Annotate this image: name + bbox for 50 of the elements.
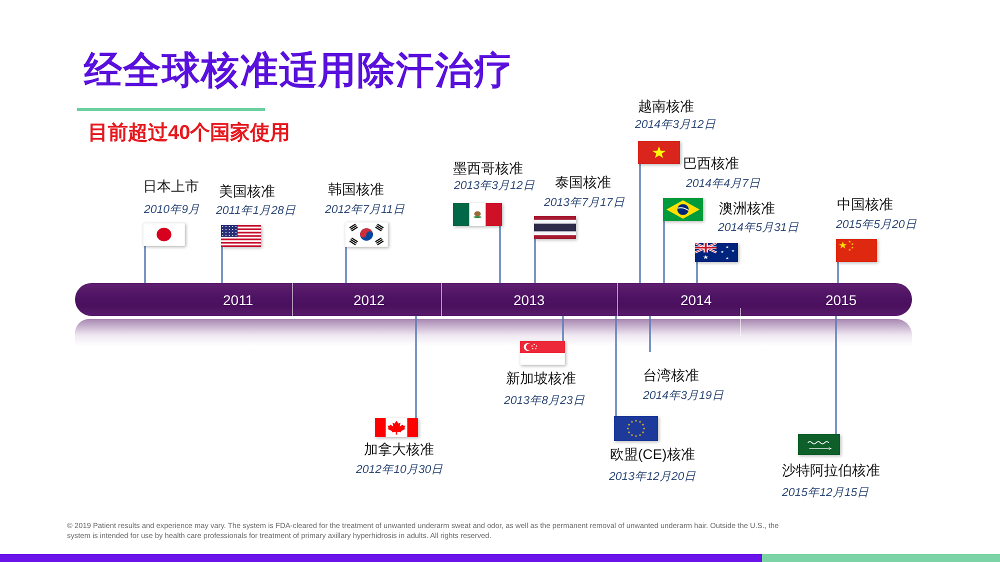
connector-line bbox=[649, 316, 651, 352]
connector-line bbox=[499, 226, 501, 283]
connector-line bbox=[615, 316, 617, 416]
approval-date: 2013年3月12日 bbox=[454, 178, 535, 194]
country-name: 美国核准 bbox=[219, 182, 275, 200]
approval-date: 2013年12月20日 bbox=[609, 470, 696, 484]
connector-line bbox=[221, 247, 223, 283]
year-label: 2015 bbox=[826, 291, 857, 309]
approval-date: 2014年3月12日 bbox=[635, 118, 716, 132]
connector-line bbox=[696, 262, 698, 283]
country-name: 日本上市 bbox=[143, 177, 199, 195]
approval-date: 2013年8月23日 bbox=[504, 394, 585, 408]
approval-date: 2015年5月20日 bbox=[836, 218, 917, 232]
approval-date: 2014年3月19日 bbox=[643, 388, 724, 404]
approval-date: 2012年7月11日 bbox=[325, 202, 405, 218]
year-label: 2011 bbox=[223, 291, 254, 309]
connector-line bbox=[534, 239, 536, 283]
year-label: 2014 bbox=[680, 291, 712, 309]
year-label: 2012 bbox=[354, 291, 385, 309]
connector-line bbox=[562, 316, 564, 341]
year-label: 2013 bbox=[514, 291, 545, 309]
country-name: 沙特阿拉伯核准 bbox=[782, 461, 880, 479]
country-name: 墨西哥核准 bbox=[453, 159, 523, 177]
country-name: 新加坡核准 bbox=[506, 369, 576, 387]
country-name: 澳洲核准 bbox=[719, 199, 775, 217]
approval-date: 2011年1月28日 bbox=[216, 204, 296, 218]
country-name: 中国核准 bbox=[837, 195, 893, 213]
slide-title: 经全球核准适用除汗治疗 bbox=[84, 49, 513, 94]
approval-date: 2014年5月31日 bbox=[718, 220, 799, 236]
country-name: 巴西核准 bbox=[683, 154, 739, 172]
country-name: 加拿大核准 bbox=[364, 440, 434, 458]
approval-date: 2010年9月 bbox=[144, 202, 200, 218]
connector-line bbox=[415, 316, 417, 418]
country-name: 欧盟(CE)核准 bbox=[610, 445, 695, 463]
approval-date: 2012年10月30日 bbox=[356, 462, 444, 478]
connector-line bbox=[639, 164, 641, 283]
approval-date: 2014年4月7日 bbox=[686, 176, 760, 192]
subtitle: 目前超过40个国家使用 bbox=[88, 121, 290, 145]
timeline-bar bbox=[75, 283, 912, 316]
country-name: 泰国核准 bbox=[555, 173, 611, 191]
country-name: 韩国核准 bbox=[328, 180, 384, 198]
connector-line bbox=[663, 221, 665, 283]
connector-line bbox=[837, 262, 839, 283]
approval-date: 2013年7月17日 bbox=[544, 196, 625, 210]
connector-line bbox=[144, 246, 146, 283]
country-name: 台湾核准 bbox=[643, 366, 699, 384]
country-name: 越南核准 bbox=[638, 97, 694, 115]
connector-line bbox=[345, 247, 347, 283]
approval-date: 2015年12月15日 bbox=[782, 486, 870, 500]
connector-line bbox=[835, 316, 837, 434]
